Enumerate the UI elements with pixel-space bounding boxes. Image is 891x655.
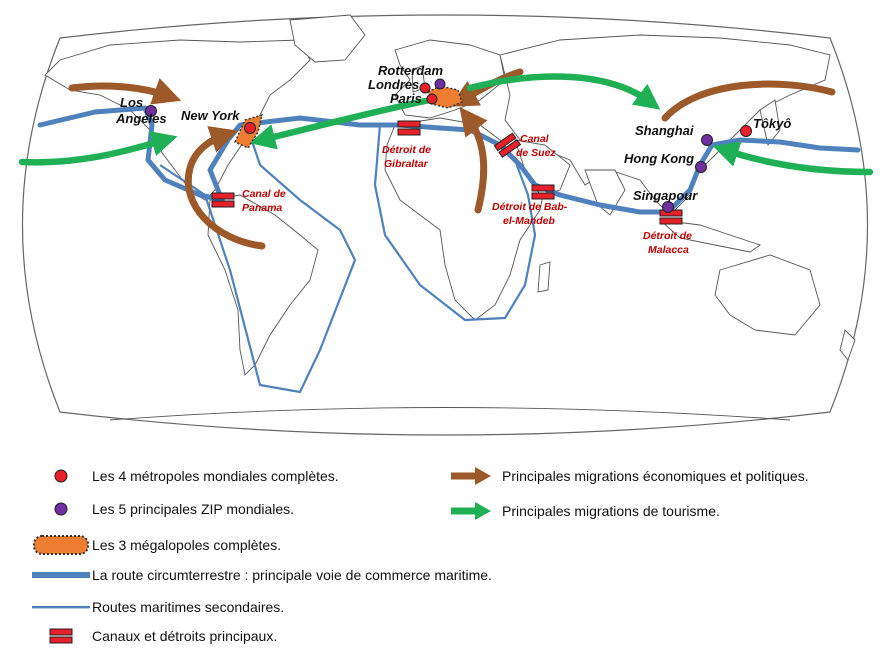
strait-icon (30, 624, 92, 648)
strait-symbol-gibraltar (397, 120, 421, 136)
legend-migrations-tourisme-text: Principales migrations de tourisme. (502, 503, 720, 519)
indonesia (658, 219, 761, 253)
strait-symbol-panama (211, 192, 235, 208)
label-bab-1: Détroit de Bab- (492, 201, 568, 213)
greenland (289, 14, 366, 63)
legend-metropoles: Les 4 métropoles mondiales complètes. (30, 464, 339, 488)
tourism-arrow-pacific-to-asia (712, 141, 874, 176)
zip-marker-singapour (662, 201, 674, 213)
label-hong-kong: Hong Kong (624, 151, 694, 166)
africa (384, 117, 546, 321)
label-panama-2: Panama (242, 202, 282, 214)
label-rotterdam: Rotterdam (378, 63, 443, 78)
label-malacca-1: Détroit de (643, 230, 692, 242)
legend-route-principale: La route circumterrestre : principale vo… (30, 563, 492, 587)
legend-canaux: Canaux et détroits principaux. (30, 624, 277, 648)
new-zealand (839, 329, 856, 361)
world-map: Los Angeles New York Londres Rotterdam P… (18, 14, 874, 436)
zip-marker-los-angeles (145, 105, 157, 117)
label-singapour: Singapour (633, 188, 698, 203)
label-suez-2: de Suez (516, 147, 556, 159)
label-suez-1: Canal (520, 133, 550, 145)
legend-zip: Les 5 principales ZIP mondiales. (30, 497, 294, 521)
metropole-icon (30, 464, 92, 488)
legend-zip-text: Les 5 principales ZIP mondiales. (92, 501, 295, 517)
main-route-icon (30, 563, 92, 587)
legend-migrations-eco-text: Principales migrations économiques et po… (502, 468, 809, 484)
label-bab-2: el-Mandeb (503, 215, 556, 227)
secondary-routes (159, 124, 537, 394)
metropole-marker-new-york (244, 122, 256, 134)
legend-metropoles-text: Les 4 métropoles mondiales complètes. (92, 468, 339, 484)
metropole-marker-paris (426, 93, 438, 105)
zip-marker-hong-kong (695, 161, 707, 173)
label-shanghai: Shanghai (635, 123, 694, 138)
label-new-york: New York (181, 108, 240, 123)
economic-arrow-pacific-to-la (68, 78, 182, 105)
strait-symbol-suez (493, 132, 522, 158)
economic-arrow-asia-pacific (661, 80, 836, 122)
economic-arrows (68, 68, 836, 250)
label-malacca-2: Malacca (648, 244, 689, 256)
legend-megalopoles-text: Les 3 mégalopoles complètes. (92, 537, 282, 553)
legend-migrations-eco: Principales migrations économiques et po… (440, 464, 809, 488)
legend-migrations-tourisme: Principales migrations de tourisme. (440, 499, 720, 523)
tourism-arrow-europe-to-ny (249, 96, 434, 150)
strait-symbols (211, 120, 683, 225)
tourism-arrow-icon (440, 499, 502, 523)
megalopolis-icon (30, 533, 92, 557)
economic-arrow-latam-to-us (184, 126, 266, 250)
legend-routes-secondaires: Routes maritimes secondaires. (30, 595, 284, 619)
label-gibraltar-1: Détroit de (382, 144, 431, 156)
secondary-route-africa (373, 124, 537, 322)
label-panama-1: Canal de (242, 188, 286, 200)
economic-arrow-africa-to-europe (459, 106, 488, 214)
label-los-angeles-2: Angeles (115, 111, 167, 126)
tourism-arrow-pacific-to-us (18, 131, 178, 166)
tourism-arrows (18, 73, 874, 176)
legend-canaux-text: Canaux et détroits principaux. (92, 628, 278, 644)
north-america (44, 39, 311, 201)
madagascar (537, 261, 551, 293)
japan (759, 99, 781, 147)
legend-megalopoles: Les 3 mégalopoles complètes. (30, 533, 281, 557)
legend-routes-secondaires-text: Routes maritimes secondaires. (92, 599, 285, 615)
metropole-marker-londres (419, 82, 431, 94)
metropole-marker-tokyo (740, 125, 752, 137)
label-paris: Paris (390, 91, 422, 106)
secondary-route-americas (159, 134, 357, 394)
city-labels: Los Angeles New York Londres Rotterdam P… (115, 63, 791, 203)
strait-symbol-bab-el-mandeb (531, 184, 555, 200)
economic-arrow-icon (440, 464, 502, 488)
label-londres: Londres (368, 77, 419, 92)
label-tokyo: Tôkyô (753, 116, 791, 131)
legend-route-principale-text: La route circumterrestre : principale vo… (92, 567, 492, 583)
tourism-arrow-europe-to-asia (466, 73, 661, 110)
strait-labels: Canal de Panama Détroit de Gibraltar Can… (242, 133, 692, 256)
australia (714, 254, 821, 336)
city-markers (145, 78, 752, 213)
zip-marker-shanghai (701, 134, 713, 146)
zip-icon (30, 497, 92, 521)
india (584, 169, 626, 216)
zip-marker-rotterdam (434, 78, 446, 90)
label-los-angeles-1: Los (120, 95, 143, 110)
label-gibraltar-2: Gibraltar (384, 158, 429, 170)
secondary-route-icon (30, 595, 92, 619)
antarctica (109, 407, 791, 421)
